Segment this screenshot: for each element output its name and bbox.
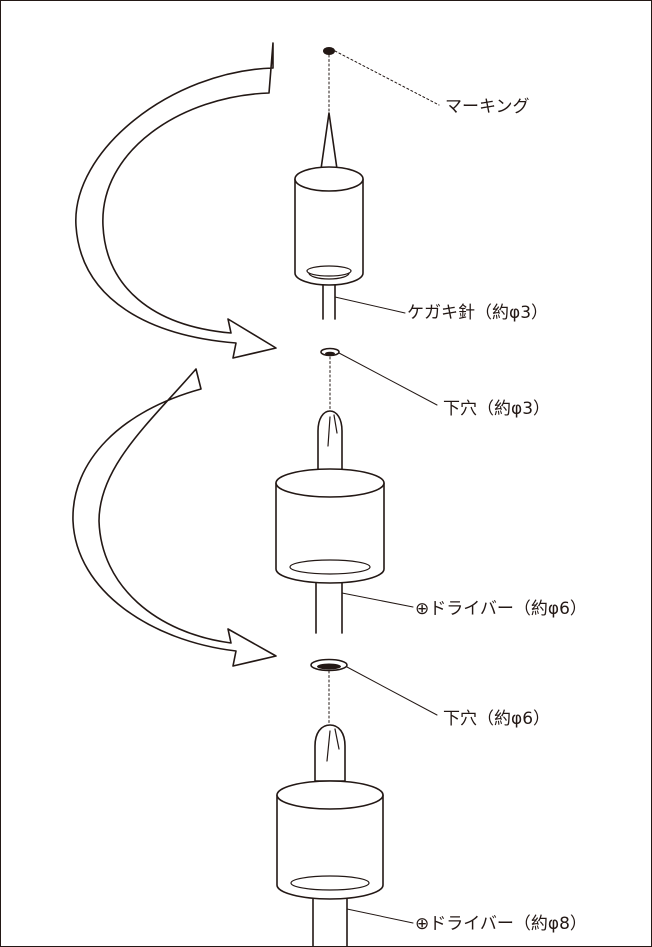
label-driver-8: ⊕ドライバー（約φ8） xyxy=(415,914,587,934)
label-pilot-hole-6: 下穴（約φ6） xyxy=(443,709,551,729)
driver-8-leader-line xyxy=(346,908,414,924)
driver-6-tip-groove-2 xyxy=(333,414,338,434)
scriber-leader-line xyxy=(334,296,406,314)
scriber-handle xyxy=(294,178,364,286)
label-driver-6: ⊕ドライバー（約φ6） xyxy=(415,599,587,619)
pilot-hole-6-leader-line xyxy=(346,666,438,716)
driver-8-ferrule-ring xyxy=(290,875,370,891)
scriber-ferrule xyxy=(308,272,350,280)
driver-8-tip-groove xyxy=(326,730,331,762)
pilot-hole-3-inner xyxy=(325,351,335,356)
scriber-handle-top xyxy=(294,166,364,192)
pilot-hole-6-inner xyxy=(317,663,341,670)
driver-6-leader-line xyxy=(341,592,414,608)
label-scriber: ケガキ針（約φ3） xyxy=(407,303,549,323)
curved-arrow-1 xyxy=(75,42,277,359)
driver-6-tip-groove xyxy=(327,416,331,447)
driver-6-ferrule-ring xyxy=(289,559,371,575)
driver-8-handle-top xyxy=(276,780,384,810)
driver-6-handle-top xyxy=(275,468,385,498)
driver-8-handle xyxy=(276,794,384,900)
driver-8-tip-groove-2 xyxy=(334,728,340,750)
marking-mark xyxy=(323,47,335,55)
curved-arrow-2 xyxy=(72,368,277,667)
label-pilot-hole-3: 下穴（約φ3） xyxy=(443,399,551,419)
marking-leader-line xyxy=(334,50,440,106)
driver-6-handle xyxy=(275,482,385,584)
scriber-needle xyxy=(320,112,338,170)
scriber-ferrule-ring xyxy=(306,265,352,277)
label-marking: マーキング xyxy=(445,97,530,117)
pilot-hole-3-leader-line xyxy=(338,352,438,406)
